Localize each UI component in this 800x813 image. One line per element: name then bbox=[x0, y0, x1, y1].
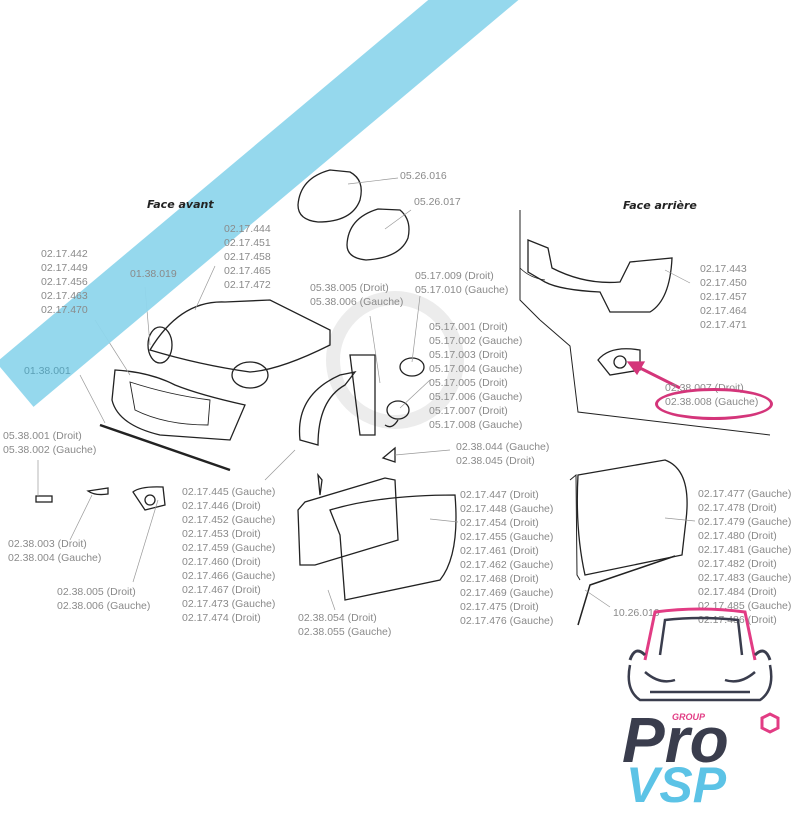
part-label-door-trim: 02.38.054 (Droit)02.38.055 (Gauche) bbox=[298, 612, 392, 638]
part-label-lip: 01.38.001 bbox=[24, 365, 71, 377]
section-title-rear: Face arrière bbox=[623, 199, 697, 212]
part-label-mirror-glass: 05.17.009 (Droit)05.17.010 (Gauche) bbox=[415, 270, 509, 296]
part-label-fog-lamp: 05.38.001 (Droit)05.38.002 (Gauche) bbox=[3, 430, 97, 456]
part-label-sill: 10.26.019 bbox=[613, 607, 660, 619]
part-label-grille-trim: 02.38.003 (Droit)02.38.004 (Gauche) bbox=[8, 538, 102, 564]
part-label-fog-surround: 02.38.005 (Droit)02.38.006 (Gauche) bbox=[57, 586, 151, 612]
part-label-mirrors: 05.17.001 (Droit)05.17.002 (Gauche)05.17… bbox=[429, 321, 523, 431]
part-label-headlight-1: 05.26.016 bbox=[400, 170, 447, 182]
logo-pro-text: Pro bbox=[622, 704, 729, 776]
part-label-emblem: 01.38.019 bbox=[130, 268, 177, 280]
part-label-wings: 02.17.445 (Gauche)02.17.446 (Droit)02.17… bbox=[182, 486, 276, 624]
logo-vsp-text: VSP bbox=[626, 757, 727, 813]
highlight-circle bbox=[655, 388, 773, 420]
part-label-side-repeater: 05.38.005 (Droit)05.38.006 (Gauche) bbox=[310, 282, 404, 308]
logo-group-text: GROUP bbox=[672, 712, 706, 722]
part-label-rear-doors: 02.17.477 (Gauche)02.17.478 (Droit)02.17… bbox=[698, 488, 792, 626]
car-outline-icon bbox=[627, 607, 780, 734]
part-label-headlight-2: 05.26.017 bbox=[414, 196, 461, 208]
part-label-front-doors: 02.17.447 (Droit)02.17.448 (Gauche)02.17… bbox=[460, 489, 554, 627]
part-label-corner-trim: 02.38.044 (Gauche)02.38.045 (Droit) bbox=[456, 441, 550, 467]
section-title-front: Face avant bbox=[147, 198, 214, 211]
provsp-logo: GROUP Pro VSP bbox=[620, 600, 800, 810]
